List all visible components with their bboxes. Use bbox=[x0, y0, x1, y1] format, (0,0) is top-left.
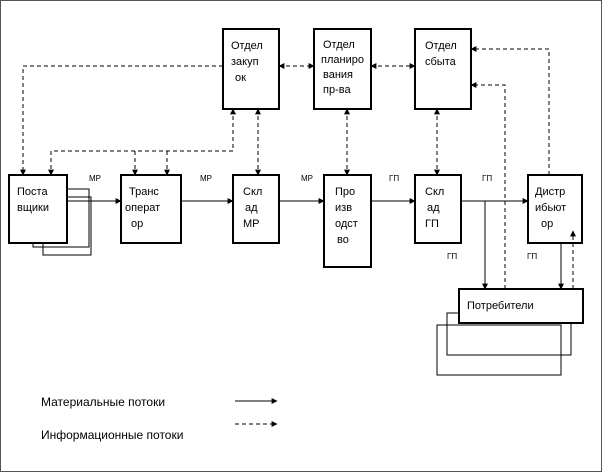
legend: Материальные потоки Информационные поток… bbox=[41, 395, 183, 442]
warehouse-gp-label: Скл ад ГП bbox=[425, 186, 447, 230]
flow-label-mr-2: МР bbox=[200, 174, 212, 183]
planning-label: Отдел планиро вания пр-ва bbox=[321, 39, 367, 96]
flow-label-gp-4: ГП bbox=[527, 252, 537, 261]
consumers-box bbox=[458, 288, 584, 324]
distributor-label: Дистр ибьют ор bbox=[535, 186, 569, 230]
sales-label: Отдел сбыта bbox=[425, 40, 460, 68]
suppliers-label: Поста вщики bbox=[17, 186, 51, 214]
warehouse-gp-box bbox=[414, 174, 462, 244]
info-purchasing-transport bbox=[132, 150, 233, 176]
info-purchasing-suppliers bbox=[20, 65, 223, 176]
consumers-stack-2 bbox=[436, 324, 562, 376]
info-distributor-sales bbox=[470, 46, 550, 175]
sales-box bbox=[414, 28, 472, 110]
flow-label-mr-3: МР bbox=[301, 174, 313, 183]
production-label: Про изв одст во bbox=[335, 186, 361, 246]
transport-label: Транс операт ор bbox=[125, 186, 163, 230]
purchasing-box bbox=[222, 28, 280, 110]
node-boxes bbox=[8, 28, 584, 324]
warehouse-mr-label: Скл ад МР bbox=[243, 186, 265, 230]
stack-frames bbox=[32, 188, 572, 376]
purchasing-label: Отдел закуп ок bbox=[231, 40, 266, 84]
node-labels: Отдел закуп ок Отдел планиро вания пр-ва… bbox=[17, 39, 569, 312]
flow-label-mr-1: МР bbox=[89, 174, 101, 183]
flow-label-gp-2: ГП bbox=[482, 174, 492, 183]
material-flows bbox=[67, 198, 564, 290]
suppliers-box bbox=[8, 174, 68, 244]
flow-label-gp-3: ГП bbox=[447, 252, 457, 261]
info-consumers-sales bbox=[470, 82, 506, 289]
planning-box bbox=[313, 28, 372, 110]
legend-material-label: Материальные потоки bbox=[41, 395, 165, 409]
flow-label-gp-1: ГП bbox=[389, 174, 399, 183]
information-flows bbox=[20, 46, 576, 427]
flow-labels: МР МР МР ГП ГП ГП ГП bbox=[89, 174, 537, 261]
transport-box bbox=[120, 174, 182, 244]
legend-information-label: Информационные потоки bbox=[41, 428, 183, 442]
production-box bbox=[323, 174, 372, 268]
consumers-label: Потребители bbox=[467, 300, 534, 312]
distributor-box bbox=[527, 174, 583, 244]
info-purchasing-suppliers-2 bbox=[48, 108, 236, 176]
